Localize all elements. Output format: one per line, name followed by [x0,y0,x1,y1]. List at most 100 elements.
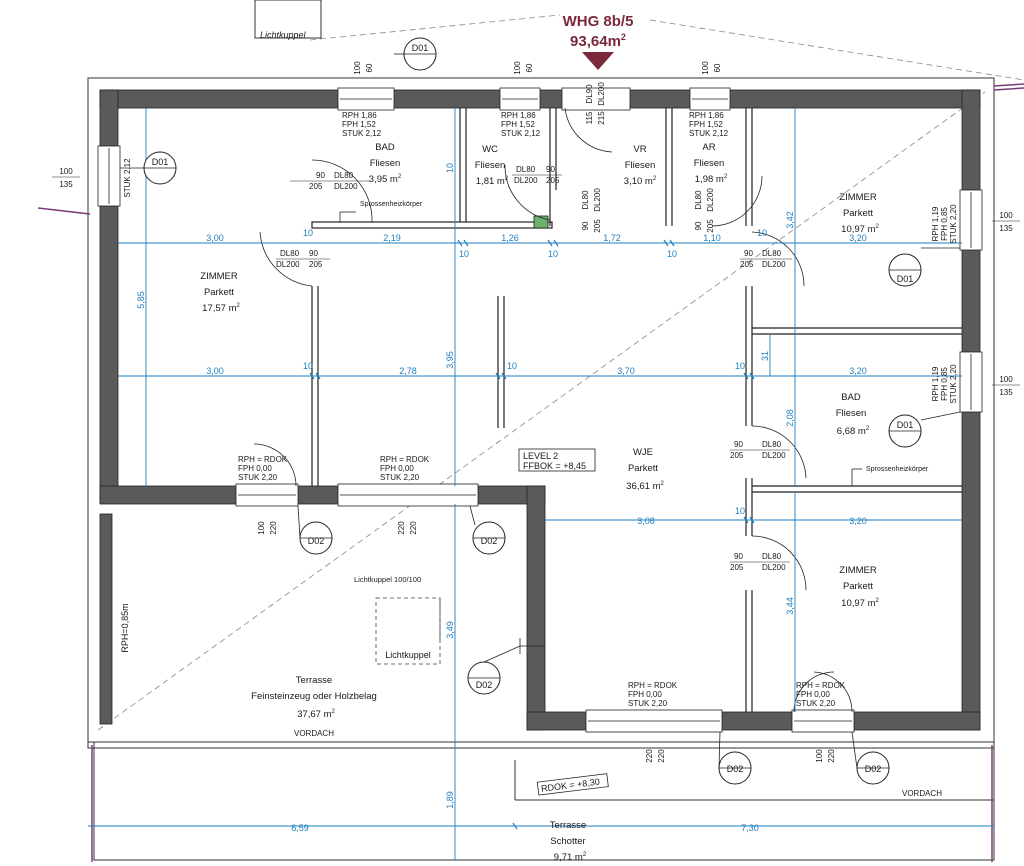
svg-text:7,30: 7,30 [741,823,759,833]
svg-text:RPH = RDOK: RPH = RDOK [796,681,846,690]
svg-text:FPH 1,52: FPH 1,52 [689,120,723,129]
door-bottom-dims: 100 220 220 220 220 220 100 220 [257,521,836,763]
room-floor: Fliesen [370,158,401,169]
dashed-diagonals [97,14,1024,731]
svg-text:100: 100 [513,61,522,75]
svg-text:1,26: 1,26 [501,233,519,243]
dim-row-3: 3,08 3,20 10 [637,506,867,526]
svg-text:FPH 0,85: FPH 0,85 [940,367,949,401]
svg-text:RPH 1,19: RPH 1,19 [931,366,940,401]
room-area: 10,97 m2 [841,224,879,235]
door-spec-d4: RPH = RDOK FPH 0,00 STUK 2,20 [796,681,846,708]
svg-text:205: 205 [730,451,744,460]
window-spec-w4: RPH 1,19 FPH 0,85 STUK 2,20 [931,204,958,244]
svg-text:DL200: DL200 [706,188,715,212]
svg-text:2,19: 2,19 [383,233,401,243]
callout-leaders [120,53,961,769]
svg-text:115: 115 [585,111,594,124]
svg-text:STUK 2,20: STUK 2,20 [949,364,958,404]
svg-text:DL80: DL80 [762,552,782,561]
room-terrasse2: Terrasse Schotter 9,71 m2 [550,820,587,863]
svg-text:RPH = RDOK: RPH = RDOK [238,455,288,464]
callout-tag-d02-2: D02 [481,536,498,546]
svg-text:90: 90 [546,165,555,174]
door-spec-d1: RPH = RDOK FPH 0,00 STUK 2,20 [238,455,288,482]
room-floor: Parkett [204,287,234,298]
callout-tag-d01-left: D01 [152,157,169,167]
svg-text:90: 90 [309,249,318,258]
room-name: WJE [633,447,653,458]
callout-tag-d02-3: D02 [476,680,493,690]
room-name: Terrasse [296,675,332,686]
svg-text:3,95: 3,95 [445,351,455,369]
window-openings [97,87,983,733]
svg-text:10: 10 [303,228,313,238]
svg-text:220: 220 [657,749,666,763]
svg-text:DL200: DL200 [762,451,786,460]
svg-text:3,20: 3,20 [849,233,867,243]
svg-text:205: 205 [546,176,560,185]
room-wje: WJE Parkett 36,61 m2 [626,447,664,492]
room-name: Terrasse [550,820,586,831]
svg-text:10: 10 [548,249,558,259]
svg-text:RPH 1,19: RPH 1,19 [931,206,940,241]
svg-text:1,10: 1,10 [703,233,721,243]
svg-text:DL80: DL80 [762,249,782,258]
window-side-dims: 100 135 100 135 100 135 [59,167,1013,397]
room-area: 10,97 m2 [841,598,879,609]
svg-text:205: 205 [309,260,323,269]
skylight-note: Lichtkuppel 100/100 [354,575,421,584]
svg-text:FPH 0,85: FPH 0,85 [940,207,949,241]
svg-text:10: 10 [445,163,455,173]
window-spec-w5: RPH 1,19 FPH 0,85 STUK 2,20 [931,364,958,404]
room-floor: Fliesen [694,158,725,169]
svg-text:FPH 0,00: FPH 0,00 [796,690,830,699]
room-name: BAD [375,142,395,153]
svg-text:3,08: 3,08 [637,516,655,526]
svg-text:1,72: 1,72 [603,233,621,243]
svg-text:DL80: DL80 [516,165,536,174]
svg-text:STUK 2,12: STUK 2,12 [342,129,382,138]
room-area: 17,57 m2 [202,303,240,314]
room-floor: Fliesen [836,408,867,419]
room-terrasse1: Terrasse Feinsteinzeug oder Holzbelag 37… [251,675,377,720]
svg-text:DL90: DL90 [585,84,594,104]
room-floor: Parkett [843,581,873,592]
room-area: 36,61 m2 [626,481,664,492]
svg-text:100: 100 [353,61,362,75]
room-name: BAD [841,392,861,403]
svg-text:STUK 2,20: STUK 2,20 [796,699,836,708]
svg-text:RPH 1,86: RPH 1,86 [342,111,377,120]
svg-text:10: 10 [757,228,767,238]
door-label-d: 90 205 DL80 DL200 [581,188,602,233]
svg-text:DL200: DL200 [276,260,300,269]
svg-text:3,00: 3,00 [206,366,224,376]
room-area: 3,10 m2 [624,176,657,187]
svg-text:3,49: 3,49 [445,621,455,639]
svg-text:205: 205 [730,563,744,572]
svg-text:DL200: DL200 [514,176,538,185]
room-name: ZIMMER [839,192,877,203]
svg-text:10: 10 [459,249,469,259]
svg-text:DL80: DL80 [694,190,703,210]
svg-text:RPH = RDOK: RPH = RDOK [380,455,430,464]
room-floor: Parkett [843,208,873,219]
svg-text:205: 205 [593,219,602,233]
svg-text:220: 220 [397,521,406,535]
svg-text:DL200: DL200 [593,188,602,212]
svg-text:STUK 2,20: STUK 2,20 [380,473,420,482]
svg-text:135: 135 [999,224,1013,233]
svg-text:90: 90 [581,221,590,230]
window-glass [108,98,972,722]
svg-text:RPH 1,86: RPH 1,86 [689,111,724,120]
room-floor: Parkett [628,463,658,474]
skylight [375,597,441,665]
room-bad1: BAD Fliesen 3,95 m2 [369,142,402,185]
svg-text:FPH 0,00: FPH 0,00 [628,690,662,699]
svg-text:2,08: 2,08 [785,409,795,427]
svg-text:10: 10 [735,361,745,371]
room-name: WC [482,144,498,155]
